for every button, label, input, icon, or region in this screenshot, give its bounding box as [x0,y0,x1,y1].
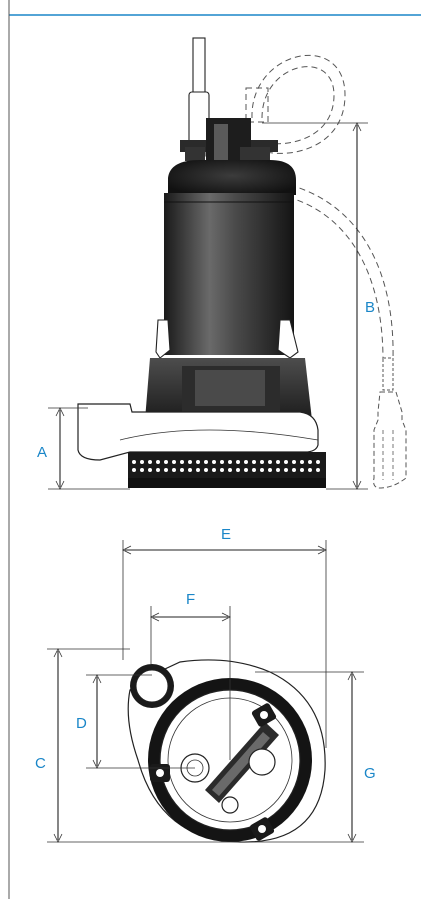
dimension-a: A [37,407,130,490]
float-switch-cable [245,54,394,361]
label-d: D [76,715,87,732]
label-c: C [35,755,46,772]
label-e: E [221,526,231,543]
dimension-d: D [76,674,195,769]
label-f: F [186,591,195,608]
label-g: G [364,765,376,782]
float-switch [373,357,407,489]
label-b: B [365,299,375,316]
page-frame [8,0,421,899]
label-a: A [37,444,47,461]
motor-cap [168,160,296,195]
strainer-holes [132,460,320,472]
mounting-lug-ne [251,703,277,727]
outlet-housing [77,403,319,461]
dimension-f: F [150,591,231,760]
dimension-b: B [262,122,375,490]
pump-top-view: E F C D [35,526,376,843]
motor-body [164,193,294,355]
dimension-e: E [122,526,327,748]
float-switch-stem [382,357,394,391]
dimension-c: C [35,648,240,843]
mounting-lug-se [249,817,275,841]
dimension-g: G [240,671,376,843]
clip-left [155,319,171,359]
drain-plug [221,796,239,814]
clip-right [277,319,299,359]
top-nut-right [240,147,270,161]
top-nut-left [185,147,205,161]
mounting-lug-w [150,764,170,782]
pump-side-view: A B [37,37,407,490]
handle-bar [205,722,279,803]
float-switch-body [373,391,407,489]
float-entry-top [248,748,276,776]
